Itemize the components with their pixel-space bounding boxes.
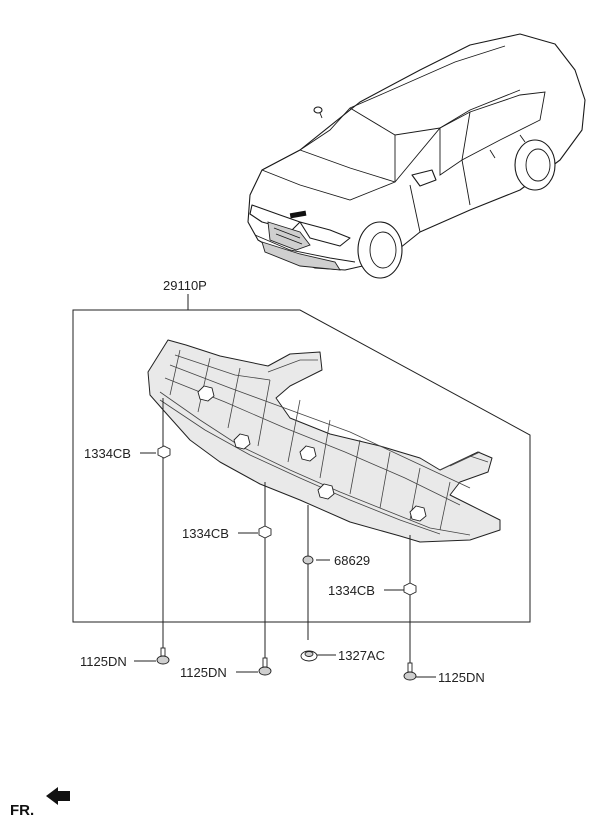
label-assembly: 29110P [163, 278, 207, 293]
arrow-left-icon [46, 787, 70, 805]
bolt-center [258, 657, 272, 676]
label-clip-right: 1334CB [328, 583, 375, 598]
label-bolt-center: 1125DN [180, 665, 227, 680]
leader-lines [134, 398, 436, 678]
nut [300, 650, 318, 662]
label-clip-center: 1334CB [182, 526, 229, 541]
grommet [302, 555, 314, 565]
clip-left [157, 445, 171, 459]
bolt-right [403, 662, 417, 681]
front-label: FR. [10, 802, 34, 819]
label-bolt-left: 1125DN [80, 654, 127, 669]
label-grommet: 68629 [334, 553, 370, 568]
bolt-left [156, 647, 170, 665]
vehicle-illustration [247, 33, 586, 279]
label-nut: 1327AC [338, 648, 385, 663]
label-bolt-right: 1125DN [438, 670, 485, 685]
label-clip-left: 1334CB [84, 446, 131, 461]
clip-right [403, 582, 417, 596]
clip-center [258, 525, 272, 539]
front-direction-indicator: FR. [10, 787, 70, 819]
assembly-frame [72, 309, 531, 623]
under-cover-panel [147, 339, 501, 543]
